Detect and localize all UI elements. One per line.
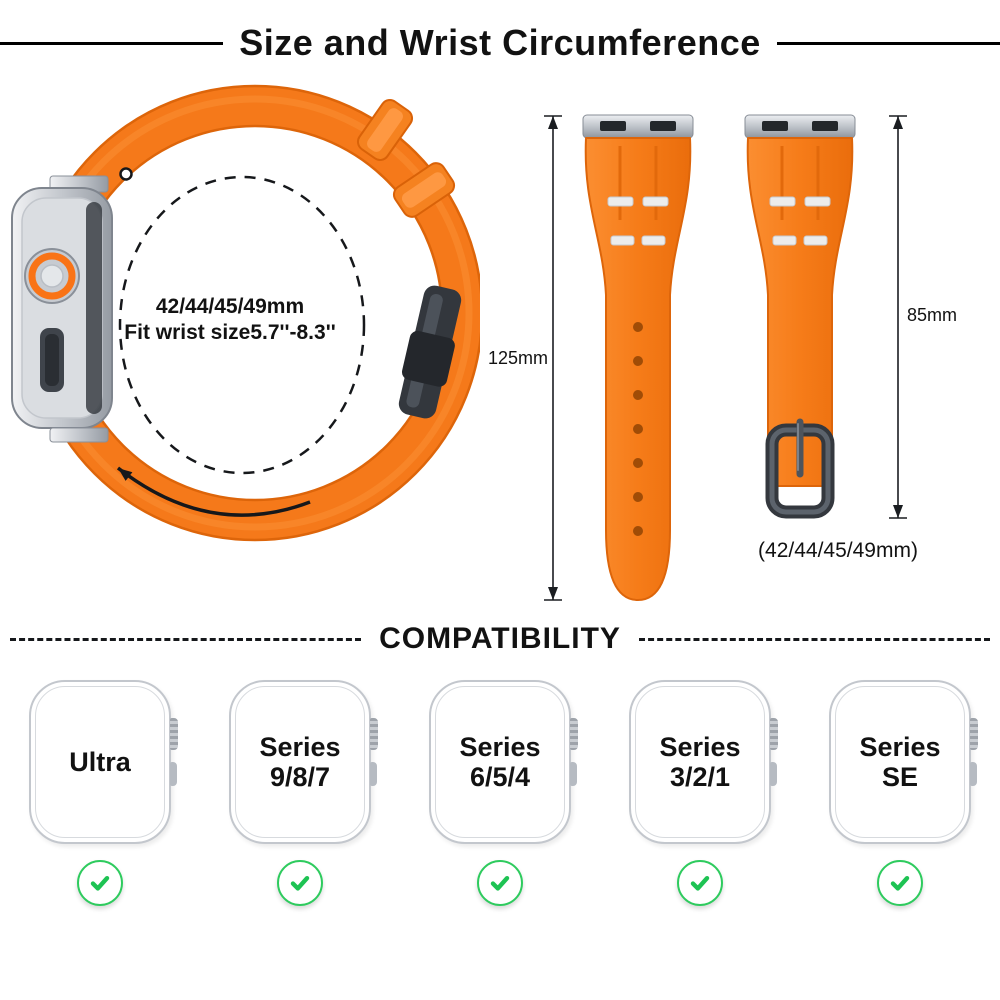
check-icon	[277, 860, 323, 906]
side-button-icon	[970, 762, 977, 786]
model-label: Ultra	[69, 747, 131, 778]
model-label: Series 9/8/7	[259, 732, 340, 793]
model-name-line1: Ultra	[69, 746, 131, 777]
compatible-models-row: Ultra Series 9/8/7	[0, 680, 1000, 906]
watch-adapter-icon	[582, 114, 694, 139]
compat-model-ultra: Ultra	[0, 680, 200, 906]
check-icon	[877, 860, 923, 906]
watch-outline-icon: Series 9/8/7	[229, 680, 378, 844]
side-button-icon	[370, 762, 377, 786]
apple-watch-ultra-icon	[11, 175, 113, 443]
short-strap-icon	[744, 114, 856, 519]
divider-dash-right	[638, 637, 990, 641]
check-icon	[677, 860, 723, 906]
compatibility-title: COMPATIBILITY	[379, 622, 621, 655]
short-strap-length-label: 85mm	[907, 305, 957, 325]
strap-vent-slots	[769, 196, 831, 246]
model-name-line1: Series	[659, 731, 741, 762]
model-name-line2: 6/5/4	[469, 762, 531, 792]
watch-outline-icon: Series 6/5/4	[429, 680, 578, 844]
digital-crown-icon	[970, 718, 978, 750]
model-name-line2: SE	[881, 762, 918, 792]
side-button-icon	[570, 762, 577, 786]
size-illustration-section: 42/44/45/49mm Fit wrist size5.7''-8.3''	[0, 70, 1000, 610]
short-strap-dimension-line: 85mm	[889, 115, 957, 519]
model-name-line1: Series	[259, 731, 341, 762]
side-button-icon	[170, 762, 177, 786]
band-keeper-loop-icon	[392, 162, 456, 218]
check-icon	[77, 860, 123, 906]
digital-crown-icon	[570, 718, 578, 750]
digital-crown-icon	[770, 718, 778, 750]
digital-crown-icon	[370, 718, 378, 750]
compat-model-series-se: Series SE	[800, 680, 1000, 906]
band-size-label: 42/44/45/49mm	[156, 295, 304, 318]
compat-model-series-3-2-1: Series 3/2/1	[600, 680, 800, 906]
header: Size and Wrist Circumference	[0, 0, 1000, 64]
watch-outline-icon: Series 3/2/1	[629, 680, 778, 844]
model-label: Series 3/2/1	[659, 732, 740, 793]
model-name-line2: 3/2/1	[669, 762, 731, 792]
long-strap-dimension-line: 125mm	[488, 115, 562, 601]
wrist-size-illustration: 42/44/45/49mm Fit wrist size5.7''-8.3''	[11, 84, 480, 542]
long-strap-icon	[582, 114, 694, 601]
header-line-right	[776, 41, 1000, 45]
divider-dash-left	[10, 637, 362, 641]
compat-model-series-6-5-4: Series 6/5/4	[400, 680, 600, 906]
watch-outline-icon: Series SE	[829, 680, 978, 844]
strap-buckle-icon	[765, 418, 835, 519]
watch-outline-icon: Ultra	[29, 680, 178, 844]
sizes-caption: (42/44/45/49mm)	[758, 539, 918, 562]
long-strap-length-label: 125mm	[488, 348, 548, 368]
model-name-line1: Series	[459, 731, 541, 762]
strap-vent-slots	[607, 196, 669, 246]
model-label: Series SE	[859, 732, 940, 793]
strap-length-illustration: 125mm 85mm	[488, 114, 957, 601]
model-label: Series 6/5/4	[459, 732, 540, 793]
wrist-circumference-arrow-icon	[116, 167, 366, 517]
compat-model-series-9-8-7: Series 9/8/7	[200, 680, 400, 906]
check-icon	[477, 860, 523, 906]
page-title: Size and Wrist Circumference	[239, 22, 761, 63]
watch-adapter-icon	[744, 114, 856, 139]
compatibility-divider: COMPATIBILITY	[0, 622, 1000, 656]
fit-size-label: Fit wrist size5.7''-8.3''	[124, 321, 335, 344]
side-button-icon	[770, 762, 777, 786]
model-name-line2: 9/8/7	[269, 762, 331, 792]
strap-holes	[633, 322, 643, 536]
model-name-line1: Series	[859, 731, 941, 762]
band-buckle-icon	[398, 285, 462, 419]
header-line-left	[0, 41, 224, 45]
product-infographic: Size and Wrist Circumference	[0, 0, 1000, 906]
band-keeper-loop-icon	[356, 99, 414, 161]
digital-crown-icon	[170, 718, 178, 750]
